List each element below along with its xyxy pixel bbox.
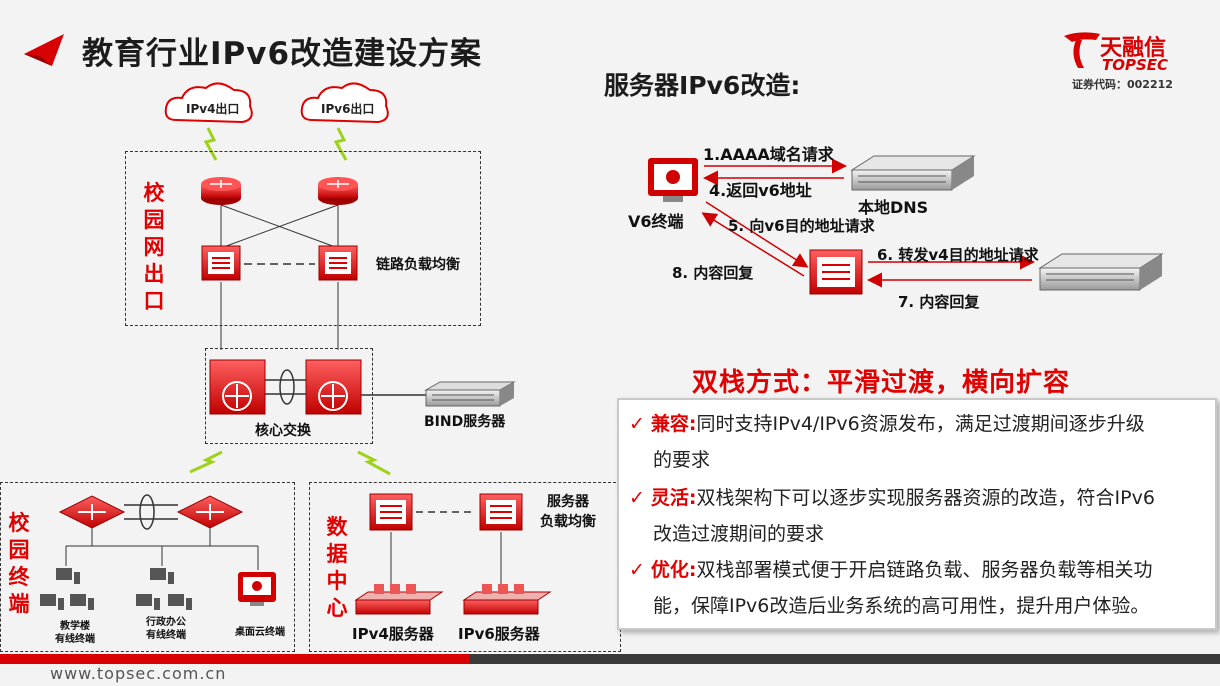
bind-server-icon [424, 381, 516, 407]
desktop-cloud-terminal-icon [238, 572, 276, 606]
benefits-panel: ✓兼容:同时支持IPv4/IPv6资源发布，满足过渡期间逐步升级 的要求 ✓灵活… [617, 398, 1217, 630]
dual-stack-title: 双栈方式：平滑过渡，横向扩容 [692, 368, 1071, 398]
ipv6-server-label: IPv6服务器 [458, 625, 540, 643]
left-network-diagram [40, 82, 552, 615]
campus-terminal-box [0, 482, 295, 652]
page-title: 教育行业IPv6改造建设方案 [82, 36, 483, 72]
step1-label: 1.AAAA域名请求 [703, 145, 834, 164]
desktop-cloud-label: 桌面云终端 [235, 627, 285, 638]
section-subtitle: 服务器IPv6改造: [604, 71, 801, 100]
link-lb-label: 链路负载均衡 [376, 257, 460, 273]
point-cont: 的要求 [653, 449, 711, 471]
ipv6-exit-label: IPv6出口 [321, 102, 375, 116]
step8-label: 8. 内容回复 [672, 264, 754, 282]
company-logo: 天融信 TOPSEC 证券代码：002212 [1058, 26, 1198, 96]
step7-label: 7. 内容回复 [898, 293, 980, 311]
datacenter-label: 数据中心 [326, 515, 348, 620]
access-switch-icon [176, 495, 244, 529]
point-key: 优化: [650, 559, 697, 581]
pc-cluster-icon [40, 568, 94, 610]
v4-server-icon [1038, 253, 1164, 291]
logo-cn: 天融信 [1100, 36, 1167, 61]
core-switch-box [205, 348, 373, 444]
point-flexible: ✓灵活:双栈架构下可以逐步实现服务器资源的改造，符合IPv6 [629, 480, 1155, 516]
ipv4-server-label: IPv4服务器 [352, 625, 434, 643]
core-switch-label: 核心交换 [255, 423, 311, 439]
load-balancer-icon [201, 245, 241, 281]
load-balancer-icon [479, 493, 523, 531]
ipv4-cloud-icon [164, 82, 253, 124]
router-icon [318, 177, 358, 205]
core-switch-icon [305, 359, 362, 415]
point-cont: 能，保障IPv6改造后业务系统的高可用性，提升用户体验。 [653, 595, 1150, 617]
access-switch-icon [58, 495, 126, 529]
office-label: 行政办公 有线终端 [146, 617, 186, 641]
point-text: 双栈架构下可以逐步实现服务器资源的改造，符合IPv6 [696, 487, 1155, 509]
step5-label: 5. 向v6目的地址请求 [728, 217, 875, 235]
footer-url[interactable]: www.topsec.com.cn [50, 664, 227, 683]
right-flow-diagram [648, 155, 1164, 295]
title-arrow-icon [24, 34, 64, 66]
check-icon: ✓ [629, 559, 645, 581]
load-balancer-icon [369, 493, 413, 531]
load-balancer-icon [809, 249, 863, 295]
campus-exit-box [125, 151, 481, 326]
ipv6-cloud-icon [300, 82, 389, 124]
footer-bar [0, 654, 1220, 664]
campus-terminal-label: 校园终端 [8, 511, 30, 616]
router-icon [201, 177, 241, 205]
teaching-label: 教学楼 有线终端 [55, 621, 95, 645]
point-optimize: ✓优化:双栈部署模式便于开启链路负载、服务器负载等相关功 [629, 552, 1153, 588]
pc-cluster-icon [136, 568, 192, 610]
point-key: 灵活: [650, 487, 697, 509]
check-icon: ✓ [629, 413, 645, 435]
point-key: 兼容: [650, 413, 697, 435]
stock-code: 证券代码：002212 [1072, 78, 1173, 91]
step4-label: 4.返回v6地址 [709, 181, 812, 200]
point-text: 双栈部署模式便于开启链路负载、服务器负载等相关功 [696, 559, 1153, 581]
v6-terminal-label: V6终端 [628, 212, 684, 231]
bind-server-label: BIND服务器 [424, 414, 506, 430]
point-cont: 改造过渡期间的要求 [653, 523, 825, 545]
check-icon: ✓ [629, 487, 645, 509]
ipv6-server-icon [462, 584, 552, 615]
local-dns-server-icon [850, 155, 976, 191]
core-switch-icon [209, 359, 266, 415]
logo-en: TOPSEC [1102, 56, 1169, 74]
load-balancer-icon [318, 245, 358, 281]
v6-terminal-icon [648, 158, 698, 202]
ipv4-server-icon [354, 584, 444, 615]
server-lb-label: 服务器 负载均衡 [540, 494, 596, 530]
ipv4-exit-label: IPv4出口 [186, 102, 240, 116]
lightning-link-icon [357, 450, 391, 476]
logo-swirl-icon [1064, 32, 1100, 68]
point-text: 同时支持IPv4/IPv6资源发布，满足过渡期间逐步升级 [696, 413, 1145, 435]
campus-exit-label: 校园网出口 [143, 181, 165, 313]
lightning-link-icon [189, 450, 223, 474]
step6-label: 6. 转发v4目的地址请求 [877, 246, 1039, 264]
point-compat: ✓兼容:同时支持IPv4/IPv6资源发布，满足过渡期间逐步升级 [629, 406, 1145, 442]
local-dns-label: 本地DNS [858, 198, 929, 217]
